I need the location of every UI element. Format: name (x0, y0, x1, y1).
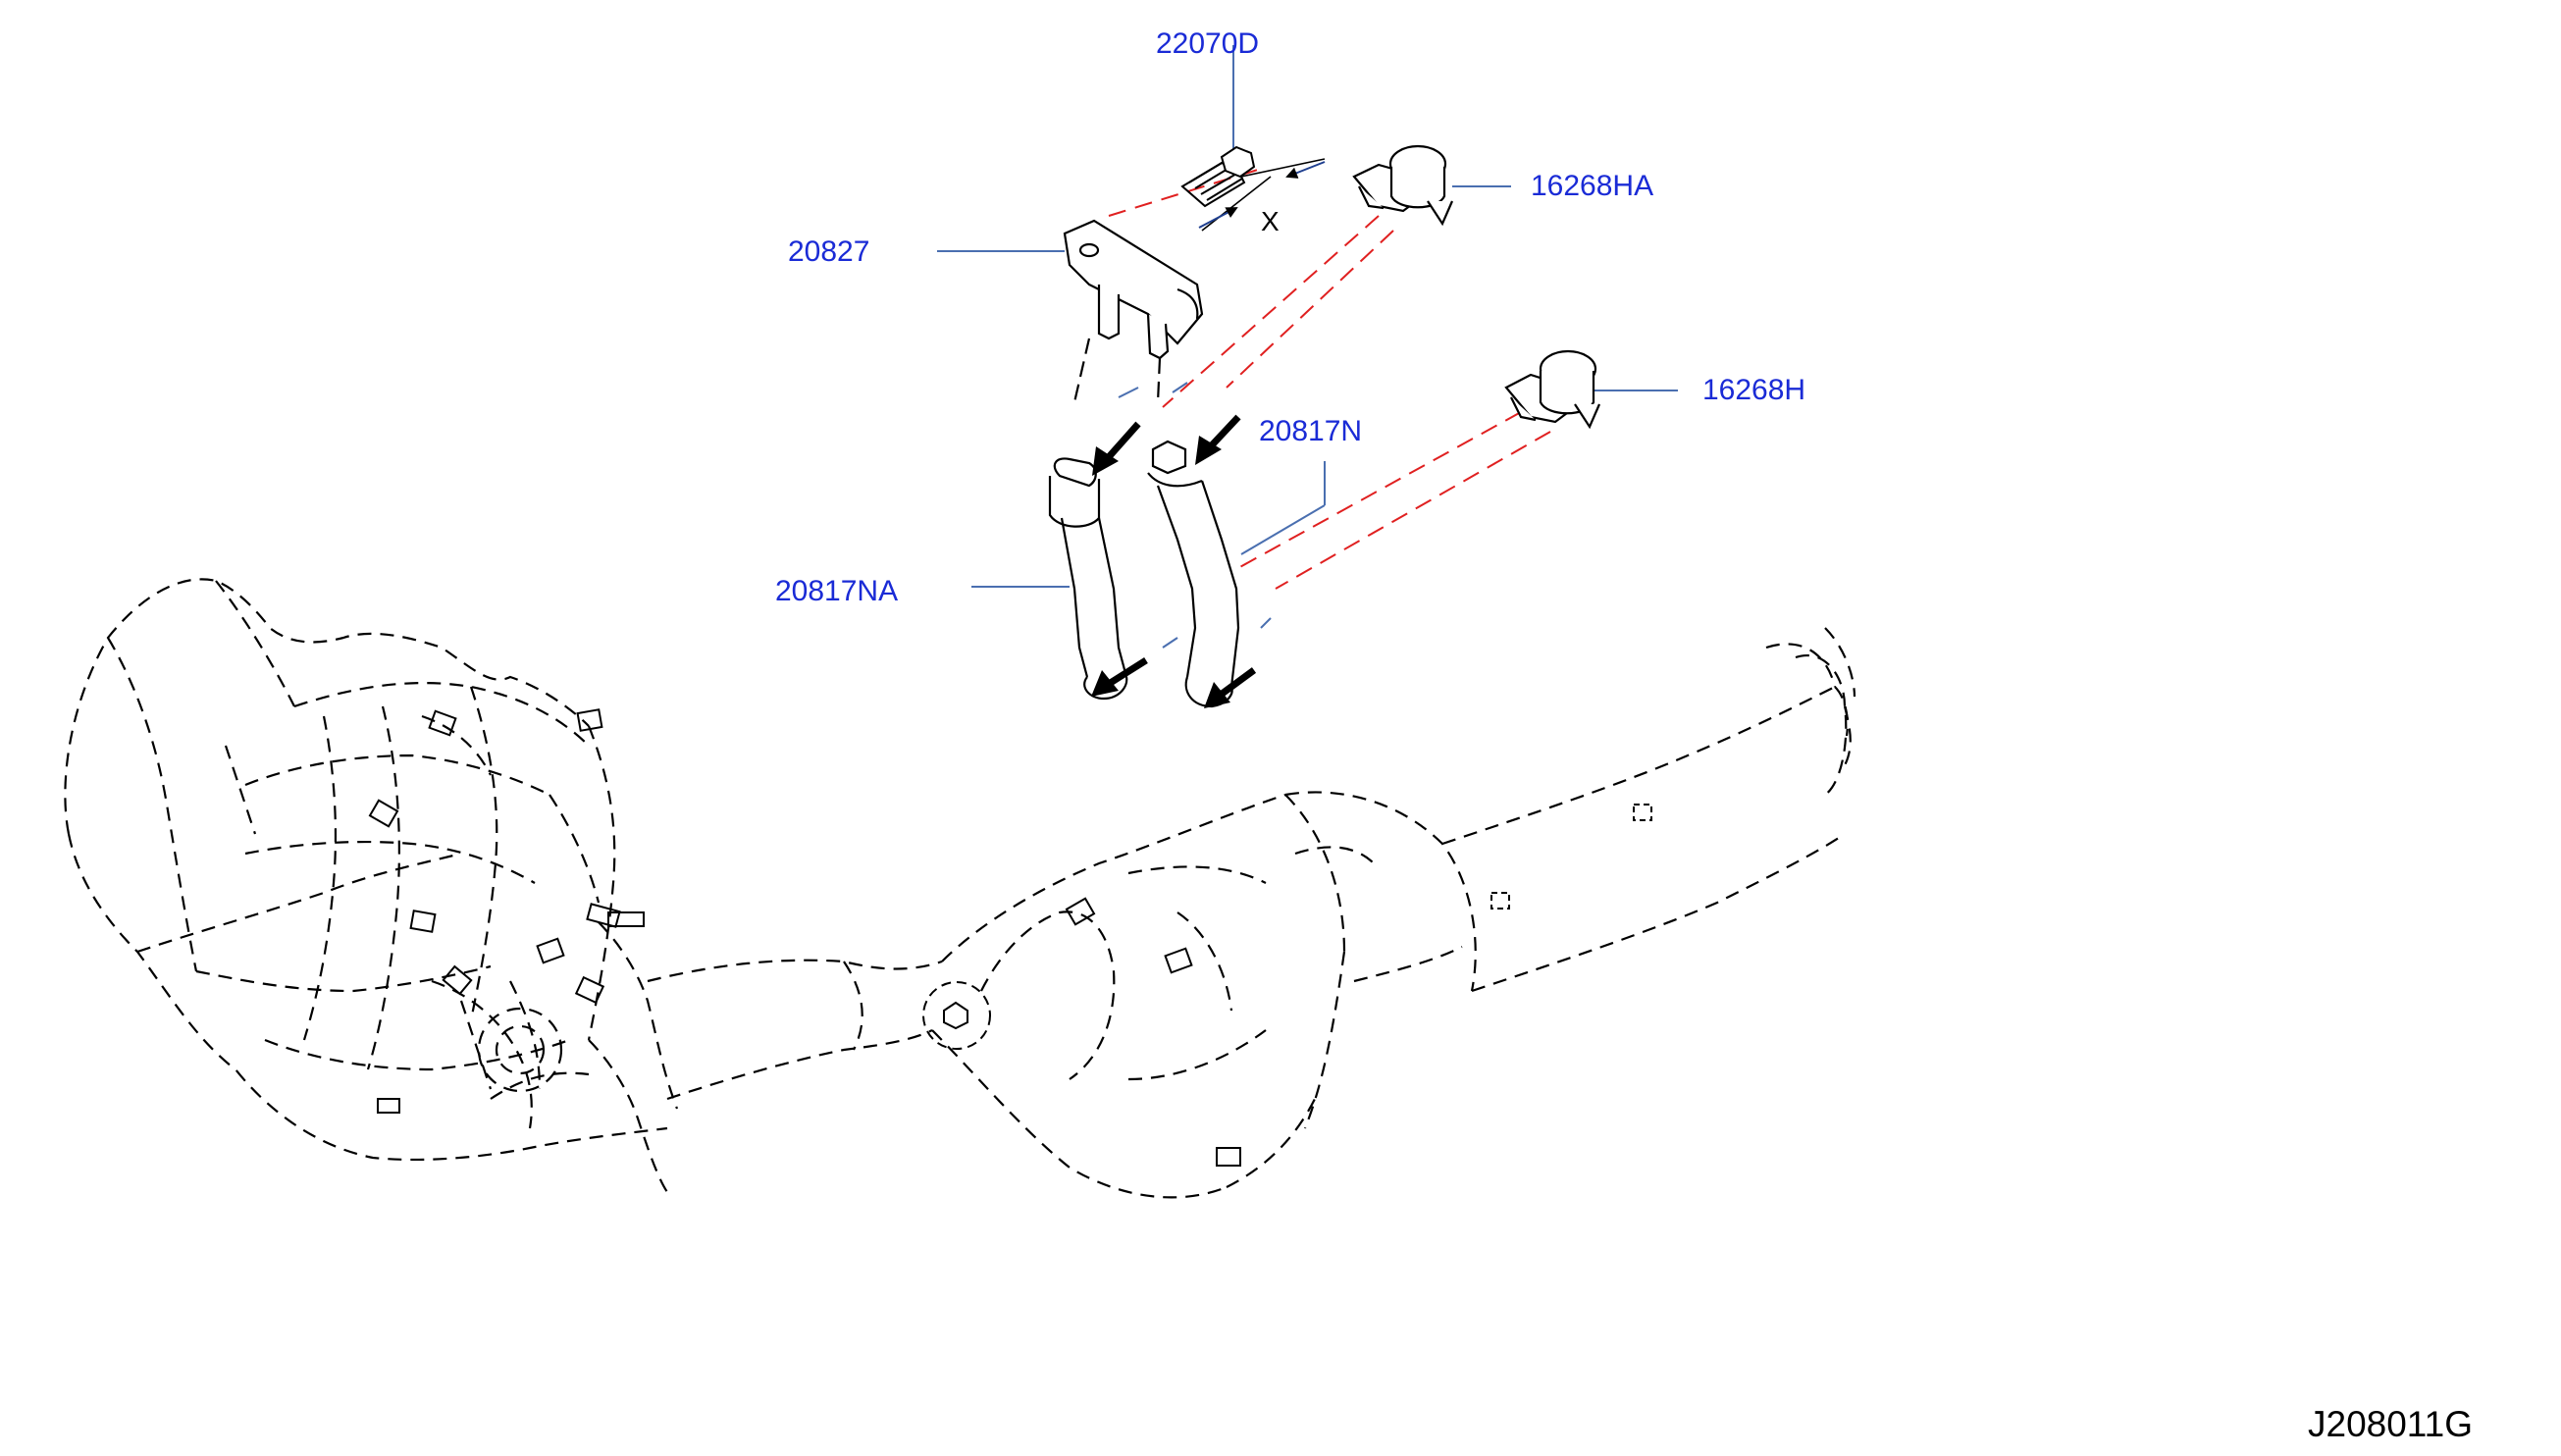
hose-left-drawing (1048, 338, 1128, 701)
arrow-hose-right-top (1195, 414, 1241, 465)
dimension-label: X (1261, 206, 1280, 236)
exhaust-flange (922, 804, 1652, 1167)
part-label-20817N[interactable]: 20817N (1259, 415, 1363, 447)
part-label-16268H[interactable]: 16268H (1702, 374, 1806, 406)
clamp-lower-drawing (1504, 349, 1601, 430)
install-lines (1108, 168, 1551, 590)
clamp-upper-drawing (1352, 144, 1454, 227)
leader-lines (937, 45, 1678, 649)
arrow-hose-left-bottom (1091, 657, 1148, 697)
diagram-code: J208011G (2308, 1404, 2473, 1444)
exhaust-outline (647, 627, 1856, 1199)
part-label-20817NA[interactable]: 20817NA (775, 575, 899, 607)
engine-outline (64, 578, 679, 1193)
engine-fasteners (368, 708, 645, 1114)
part-label-20827[interactable]: 20827 (788, 235, 870, 268)
install-arrows (1091, 414, 1257, 708)
arrow-hose-left-top (1092, 421, 1141, 476)
arrow-hose-right-bottom (1204, 667, 1257, 708)
sensor-drawing (1063, 219, 1204, 360)
part-label-16268HA[interactable]: 16268HA (1531, 170, 1654, 202)
part-label-22070D[interactable]: 22070D (1156, 27, 1260, 60)
bolt-drawing (1180, 145, 1326, 232)
hose-right-drawing (1147, 357, 1240, 708)
